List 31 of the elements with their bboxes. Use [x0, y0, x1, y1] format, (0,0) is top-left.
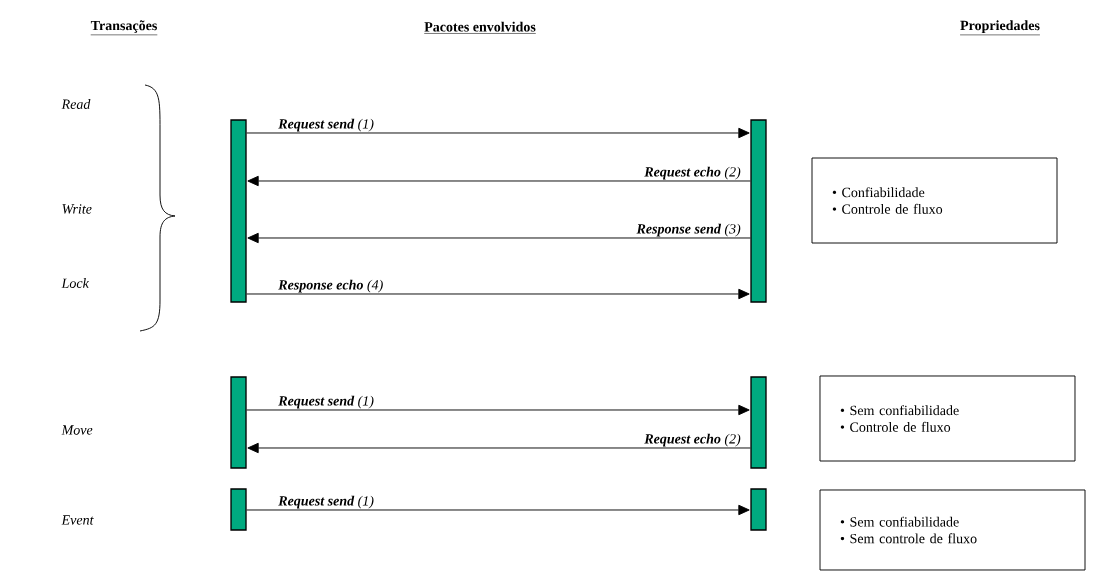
sender-bar [750, 119, 767, 303]
arrow [247, 175, 751, 187]
sender-bar [230, 119, 247, 303]
arrow [247, 442, 751, 454]
edge-label: Response echo (4) [278, 279, 383, 293]
edge-label: Request send (1) [278, 395, 374, 409]
arrow [246, 404, 750, 416]
transaction-label: Write [62, 204, 92, 214]
arrow [247, 232, 751, 244]
sender-bar [230, 488, 247, 531]
arrow [246, 504, 750, 516]
sender-bar [750, 376, 767, 469]
arrow [246, 127, 750, 139]
transaction-label: Read [61, 99, 91, 109]
edge-label: Response send (3) [636, 223, 741, 237]
properties-box: • Confiabilidade • Controle de fluxo [811, 157, 1058, 244]
column-heading: Propriedades [959, 20, 1041, 36]
properties-box: • Sem confiabilidade • Sem controle de fluxo [819, 489, 1086, 571]
edge-label: Request send (1) [278, 495, 374, 509]
properties-box: • Sem confiabilidade • Controle de fluxo [819, 375, 1076, 462]
sender-bar [750, 488, 767, 531]
column-heading: Transações [90, 20, 158, 36]
transaction-label: Lock [61, 278, 90, 288]
transaction-label: Move [61, 425, 93, 435]
edge-label: Request echo (2) [644, 433, 741, 447]
edge-label: Request echo (2) [644, 166, 741, 180]
sender-bar [230, 376, 247, 469]
column-heading: Pacotes envolvidos [423, 21, 537, 34]
arrow [246, 288, 750, 300]
edge-label: Request send (1) [278, 118, 374, 132]
transaction-label: Event [61, 515, 94, 525]
